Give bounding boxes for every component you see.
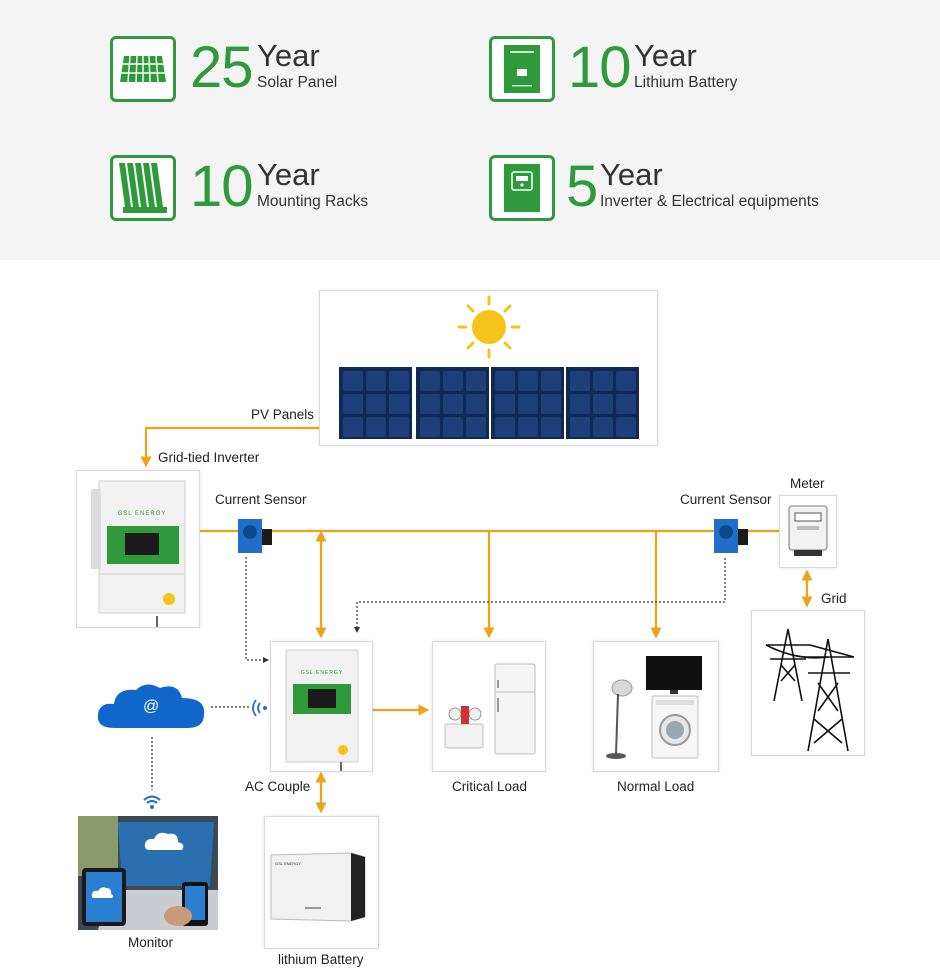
warranty-years: 25 (190, 35, 254, 100)
ac-couple-inverter-icon: GSL ENERGY (285, 649, 359, 771)
grid-card (751, 610, 865, 756)
warranty-subject: Lithium Battery (634, 74, 738, 91)
warranty-unit: Year (257, 157, 320, 192)
svg-text:GSL ENERGY: GSL ENERGY (118, 511, 167, 517)
transmission-tower-icon (765, 628, 855, 752)
warranty-banner: 25 Year Solar Panel 10 Year Lithium Batt… (0, 0, 940, 260)
solar-cell (343, 394, 363, 414)
ac-couple-card: GSL ENERGY (270, 641, 373, 772)
grid-label: Grid (821, 591, 847, 606)
warranty-subject: Solar Panel (257, 74, 338, 91)
mounting-racks-icon (110, 155, 176, 221)
critical-load-label: Critical Load (452, 779, 528, 794)
svg-text:GSL ENERGY: GSL ENERGY (275, 861, 301, 866)
current-sensor-right-label: Current Sensor (680, 492, 772, 507)
solar-cell (366, 394, 386, 414)
solar-cell (616, 417, 636, 437)
solar-cell (570, 417, 590, 437)
battery-icon (489, 36, 555, 102)
svg-text:GSL ENERGY: GSL ENERGY (301, 670, 343, 676)
warranty-lithium-battery: 10 Year Lithium Battery (489, 36, 789, 106)
inverter-device-icon: GSL ENERGY (91, 480, 186, 627)
solar-cell (570, 394, 590, 414)
current-sensor-right-icon (714, 519, 748, 553)
lithium-battery-card: GSL ENERGY (264, 816, 379, 949)
solar-cell (366, 417, 386, 437)
lithium-battery-label: lithium Battery (278, 952, 364, 967)
grid-tied-inverter-label: Grid-tied Inverter (158, 450, 260, 465)
solar-cell (518, 371, 538, 391)
solar-cell (389, 371, 409, 391)
appliances-icon (606, 656, 702, 759)
solar-cell (420, 371, 440, 391)
warranty-unit: Year (600, 157, 663, 192)
solar-cell (366, 371, 386, 391)
warranty-inverter: 5 Year Inverter & Electrical equipments (489, 155, 849, 225)
solar-cell (518, 417, 538, 437)
sun-icon (457, 295, 521, 359)
warranty-subject: Mounting Racks (257, 193, 369, 210)
warranty-years: 10 (568, 35, 632, 100)
solar-cell (420, 417, 440, 437)
lithium-battery-icon: GSL ENERGY (270, 852, 366, 922)
normal-load-label: Normal Load (617, 779, 695, 794)
solar-cell (495, 371, 515, 391)
meter-card (779, 495, 837, 568)
solar-cell (616, 394, 636, 414)
wifi-icon (143, 795, 161, 809)
solar-cell (443, 417, 463, 437)
solar-cell (466, 417, 486, 437)
normal-load-card (593, 641, 719, 772)
grid-tied-inverter-card: GSL ENERGY (76, 470, 200, 628)
pv-panels-card (319, 290, 658, 446)
ac-couple-label: AC Couple (245, 779, 311, 794)
critical-load-card (432, 641, 546, 772)
solar-cell (343, 371, 363, 391)
solar-cell (616, 371, 636, 391)
current-sensor-left-icon (238, 519, 272, 553)
solar-cell (541, 371, 561, 391)
monitor-image (78, 816, 218, 930)
warranty-mounting-racks: 10 Year Mounting Racks (110, 155, 410, 225)
solar-cell (518, 394, 538, 414)
monitor-label: Monitor (128, 935, 174, 950)
wireless-signal-icon (252, 699, 267, 717)
solar-cell (541, 417, 561, 437)
warranty-years: 10 (190, 154, 254, 219)
meter-label: Meter (790, 476, 825, 491)
refrigerator-icon (444, 663, 536, 755)
inverter-icon (489, 155, 555, 221)
solar-cell (389, 417, 409, 437)
solar-cell (541, 394, 561, 414)
warranty-unit: Year (634, 38, 697, 73)
solar-array-illustration (339, 295, 639, 439)
solar-cell (343, 417, 363, 437)
solar-cell (495, 394, 515, 414)
solar-cell (593, 394, 613, 414)
cloud-symbol: @ (143, 698, 160, 715)
solar-cell (593, 371, 613, 391)
warranty-solar-panel: 25 Year Solar Panel (110, 36, 410, 106)
warranty-subject: Inverter & Electrical equipments (600, 193, 819, 210)
current-sensor-left-label: Current Sensor (215, 492, 307, 507)
solar-cell (570, 371, 590, 391)
warranty-years: 5 (566, 154, 598, 219)
solar-cell (389, 394, 409, 414)
solar-cell (466, 394, 486, 414)
pv-panels-label: PV Panels (251, 407, 315, 422)
solar-cell (495, 417, 515, 437)
solar-cell (443, 394, 463, 414)
cloud-icon (97, 684, 205, 728)
solar-cell (466, 371, 486, 391)
solar-cell (420, 394, 440, 414)
electric-meter-icon (788, 505, 828, 556)
warranty-unit: Year (257, 38, 320, 73)
solar-cell (593, 417, 613, 437)
solar-cell (443, 371, 463, 391)
solar-panel-icon (110, 36, 176, 102)
